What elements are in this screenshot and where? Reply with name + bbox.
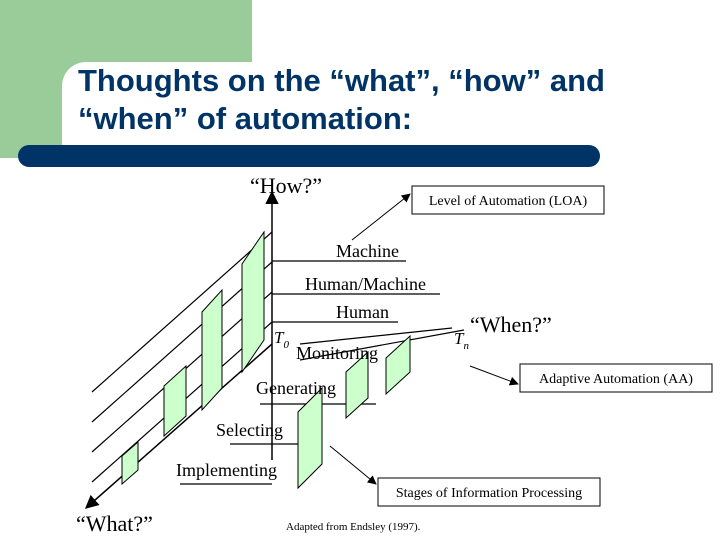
time-end-label: Tn (454, 329, 469, 352)
stage-implementing-label: Implementing (176, 460, 277, 480)
title-panel (62, 62, 720, 152)
citation-text: Adapted from Endsley (1997). (286, 521, 421, 533)
title-underline-bar (18, 145, 600, 167)
what-axis-label: “What?” (76, 511, 153, 536)
time-end-base: T (454, 329, 465, 348)
title-line-1: Thoughts on the “what”, “how” and (78, 63, 605, 98)
level-human-label: Human (336, 302, 389, 322)
time-start-label: T0 (274, 328, 289, 351)
loa-callout-arrow (351, 193, 411, 241)
aa-callout-arrow (469, 365, 519, 386)
when-axis-label: “When?” (470, 312, 552, 337)
how-axis-label: “How?” (250, 173, 322, 198)
loa-callout-box (411, 185, 605, 215)
time-start-base: T (274, 328, 285, 347)
title-line-2: “when” of automation: (78, 101, 413, 136)
loa-callout-label: Level of Automation (LOA) (429, 194, 588, 209)
level-machine-label: Machine (336, 241, 399, 261)
slide-title: Thoughts on the “what”, “how” and “when”… (78, 62, 708, 138)
what-axis-arrow (84, 343, 273, 509)
time-start-subscript: 0 (283, 339, 289, 351)
time-sample-bars (121, 230, 411, 490)
time-end-subscript: n (463, 340, 469, 352)
level-lines (272, 260, 440, 323)
sip-callout-label: Stages of Information Processing (396, 486, 582, 501)
stage-generating-label: Generating (256, 378, 336, 398)
sip-callout-arrow (329, 445, 377, 485)
time-plane-top-edge (299, 327, 453, 345)
level-human-machine-label: Human/Machine (305, 274, 426, 294)
aa-callout-box (519, 363, 713, 393)
time-plane-back-edge (299, 329, 465, 361)
aa-callout-label: Adaptive Automation (AA) (539, 372, 693, 387)
stage-monitoring-label: Monitoring (296, 343, 378, 363)
sip-callout-box (377, 477, 601, 507)
stage-selecting-label: Selecting (216, 420, 283, 440)
